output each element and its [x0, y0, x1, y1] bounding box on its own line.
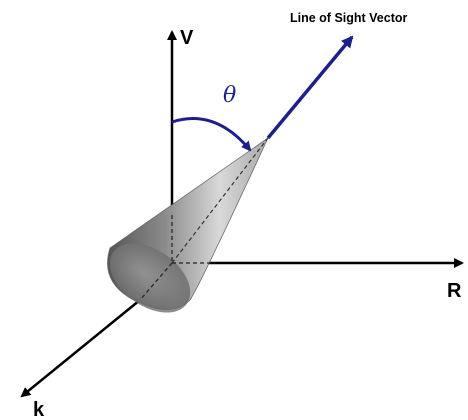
line-of-sight-vector	[266, 35, 354, 140]
v-axis-label: V	[180, 27, 194, 49]
k-axis	[20, 299, 141, 398]
theta-label: θ	[223, 83, 236, 108]
k-axis-hidden	[139, 262, 173, 301]
cone-base	[109, 243, 191, 313]
theta-arc	[171, 117, 252, 152]
line-of-sight-label: Line of Sight Vector	[290, 11, 408, 25]
cone-axis-hidden	[171, 137, 269, 264]
k-axis-label: k	[33, 399, 45, 420]
r-axis-label: R	[447, 280, 462, 302]
